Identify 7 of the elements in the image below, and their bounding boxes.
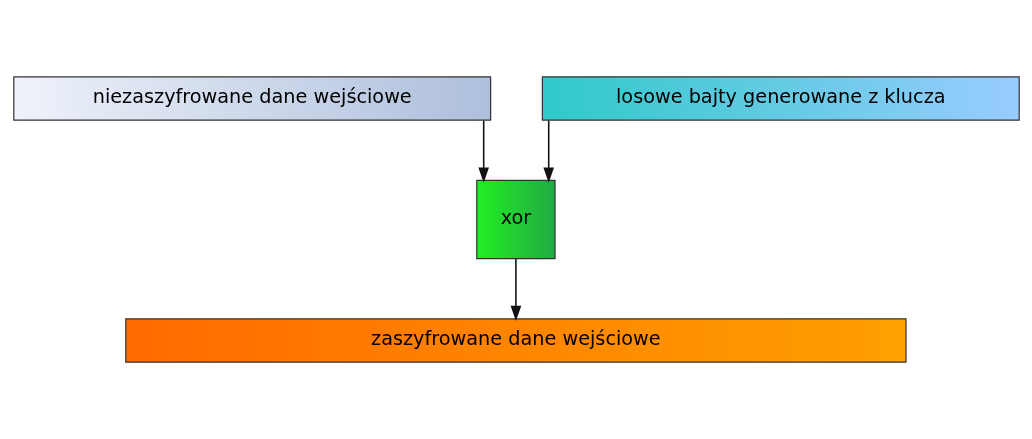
- arrow: [510, 258, 521, 322]
- arrow: [542, 119, 554, 183]
- arrow: [477, 119, 489, 183]
- node-box: losowe bajty generowane z klucza: [541, 76, 1020, 121]
- node-box: zaszyfrowane dane wejściowe: [124, 318, 907, 363]
- node-box: niezaszyfrowane dane wejściowe: [12, 76, 491, 121]
- node-box: xor: [475, 179, 556, 260]
